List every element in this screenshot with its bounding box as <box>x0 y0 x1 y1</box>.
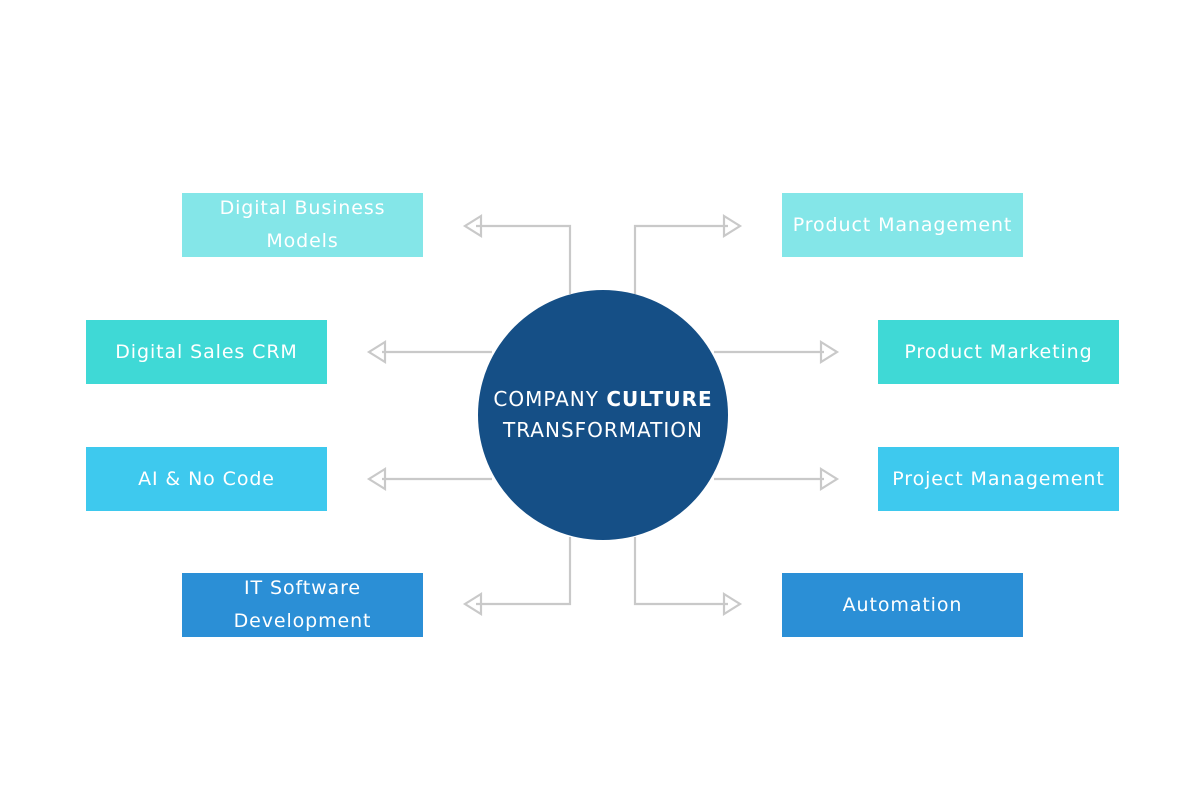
box-label-line-1: IT Software <box>244 577 361 599</box>
box-label: Automation <box>842 593 963 616</box>
hub-line-1-bold: CULTURE <box>606 387 713 411</box>
hub-circle: COMPANY CULTURE TRANSFORMATION <box>478 290 728 540</box>
box-label: Digital Business Models <box>219 197 386 252</box>
arrowhead-product-management <box>722 214 743 238</box>
connector-product-management <box>633 224 728 294</box>
box-label: AI & No Code <box>138 467 275 490</box>
connector-digital-business-models <box>476 224 572 294</box>
arrowhead-product-marketing <box>819 340 840 364</box>
box-label-line-2: Development <box>233 610 372 632</box>
box-project-management: Project Management <box>878 447 1119 511</box>
box-label: Project Management <box>892 467 1105 490</box>
arrowhead-it-software <box>462 592 483 616</box>
hub-line-1: COMPANY CULTURE <box>493 384 712 415</box>
box-digital-sales-crm: Digital Sales CRM <box>86 320 327 384</box>
hub-line-1-prefix: COMPANY <box>493 387 599 411</box>
box-product-marketing: Product Marketing <box>878 320 1119 384</box>
arrowhead-project-management <box>819 467 840 491</box>
arrowhead-automation <box>722 592 743 616</box>
box-ai-no-code: AI & No Code <box>86 447 327 511</box>
box-product-management: Product Management <box>782 193 1023 257</box>
box-automation: Automation <box>782 573 1023 637</box>
arrowhead-digital-sales-crm <box>366 340 387 364</box>
box-it-software-development: IT Software Development <box>182 573 423 637</box>
box-label: Product Marketing <box>904 340 1093 363</box>
box-label: Product Management <box>792 213 1013 236</box>
arrowhead-ai-no-code <box>366 467 387 491</box>
arrowhead-digital-business-models <box>462 214 483 238</box>
box-digital-business-models: Digital Business Models <box>182 193 423 257</box>
connector-it-software <box>476 537 572 606</box>
box-label: Digital Sales CRM <box>115 340 298 363</box>
connector-automation <box>633 537 728 606</box>
hub-line-2: TRANSFORMATION <box>503 418 703 442</box>
